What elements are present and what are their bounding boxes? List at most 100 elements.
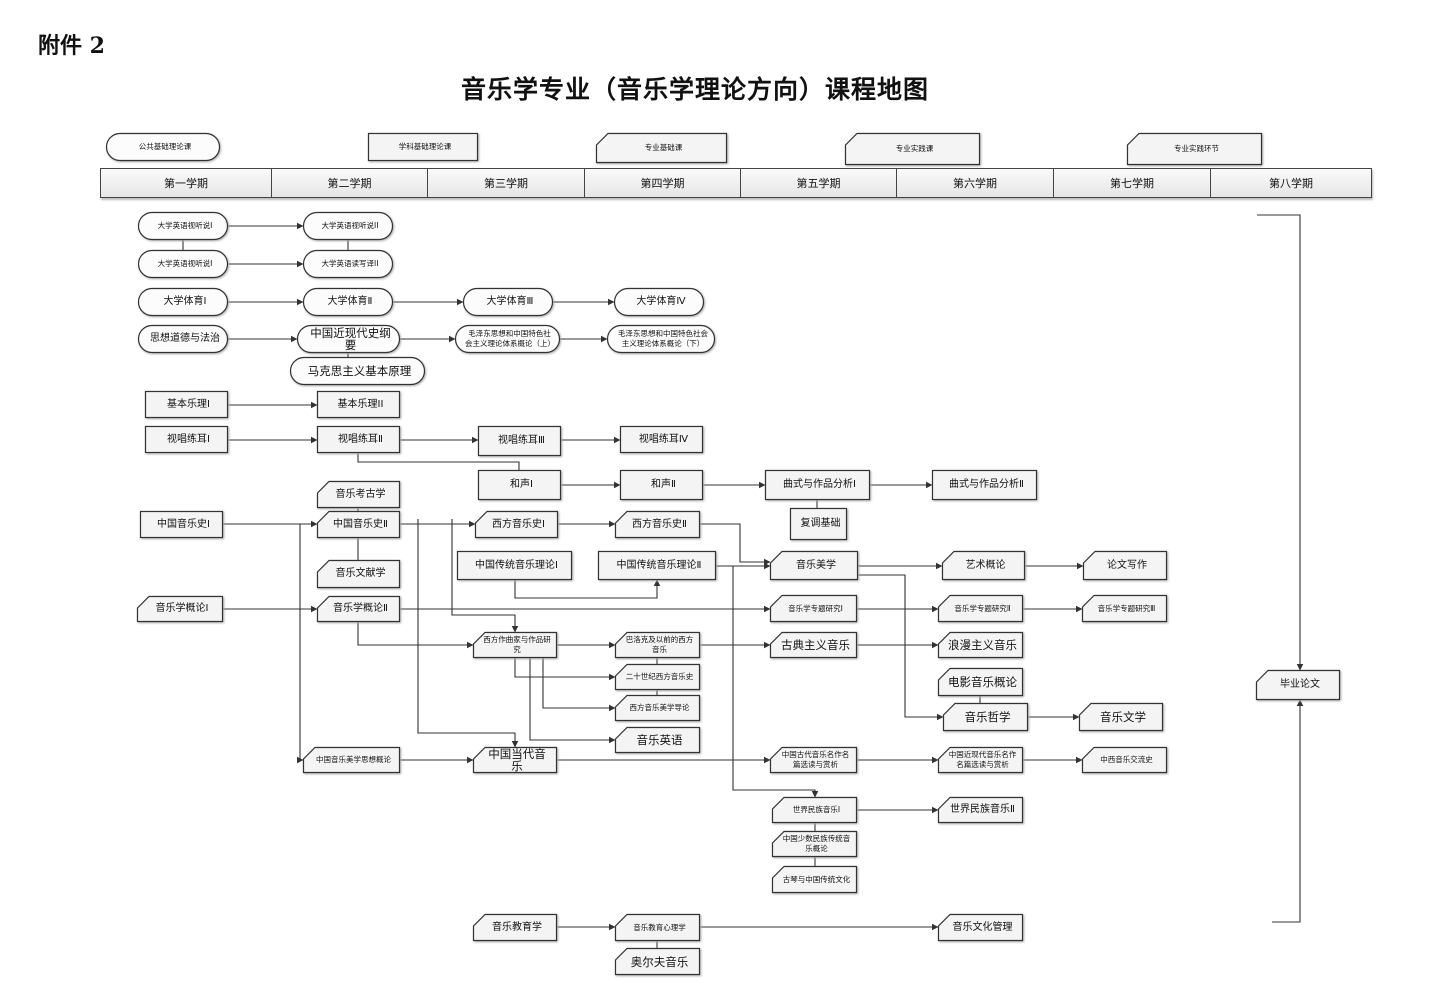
node-label: 音乐文学 [1100,710,1146,724]
node-label: 音乐学专题研究Ⅲ [1097,603,1156,613]
course-mg: 音乐文化管理 [937,913,1024,942]
course-bq: 巴洛克及以前的西方音乐 [614,631,701,659]
course-e3: 大学英语视听说I [137,249,229,279]
node-label: 大学体育I [163,296,207,307]
connector-arrow [514,579,661,599]
node-shape [477,425,562,457]
node-label: 音乐文献学 [335,568,386,579]
course-s1: 思想道德与法治 [137,324,229,354]
course-ch2: 中国音乐史Ⅱ [316,510,401,539]
course-f1: 复调基础 [789,507,848,541]
course-h1: 和声I [477,469,562,501]
node-shape [137,287,229,317]
node-shape [144,390,229,419]
course-cl: 古典主义音乐 [769,631,858,659]
semester-6: 第六学期 [897,169,1054,197]
course-c20: 二十世纪西方音乐史 [614,663,701,691]
connector-arrow [296,524,304,764]
course-p2: 大学体育Ⅱ [302,287,394,317]
connector-arrow [716,565,819,798]
node-shape [619,425,704,454]
course-ct1: 中国传统音乐理论Ⅰ [456,550,573,581]
node-shape [614,631,701,659]
connector-arrow [529,658,616,744]
course-h2: 和声Ⅱ [619,469,704,501]
course-p4: 大学体育Ⅳ [613,287,705,317]
course-ca: 中国古代音乐名作名篇选读与赏析 [769,746,858,774]
node-label: 音乐考古学 [335,488,386,500]
page-title: 音乐学专业（音乐学理论方向）课程地图 [460,75,929,104]
course-wa: 西方音乐美学导论 [614,694,701,722]
node-label: 二十世纪西方音乐史 [625,672,694,681]
course-cam: 中国音乐美学思想概论 [302,746,401,774]
node-shape [137,211,229,241]
course-thesis: 毕业论文 [1255,669,1341,701]
node-label: 中国近现代音乐名作名篇选读与赏析 [948,750,1017,769]
node-label: 中国当代音乐 [488,747,546,773]
node-label: 浪漫主义音乐 [948,638,1017,652]
course-p3: 大学体育Ⅲ [462,287,554,317]
node-label: 思想道德与法治 [150,333,220,344]
node-shape [937,913,1024,942]
semester-7: 第七学期 [1054,169,1211,197]
node-label: 视唱练耳Ⅱ [338,433,383,445]
node-label: 曲式与作品分析Ⅰ [783,479,856,490]
node-shape [137,324,229,354]
node-label: 马克思主义基本原理 [307,364,412,378]
node-shape [302,746,401,774]
node-label: 大学英语读写译II [321,259,379,268]
node-shape [296,324,401,354]
course-lw: 论文写作 [1082,550,1168,581]
node-label: 音乐哲学 [964,710,1011,724]
course-ep: 音乐教育心理学 [614,913,701,942]
node-label: 世界民族音乐Ⅰ [792,805,841,814]
legend-lg5: 专业实践环节 [1126,132,1263,166]
node-shape [1081,594,1168,623]
node-shape [937,667,1024,697]
node-label: 专业实践环节 [1174,144,1219,153]
course-r1: 音乐学专题研究Ⅰ [769,594,858,623]
node-label: 音乐教育学 [492,921,542,933]
course-ct2: 中国传统音乐理论Ⅱ [597,550,717,581]
node-shape [606,324,716,354]
connector-arrow [1272,699,1304,923]
node-shape [1082,550,1168,581]
node-label: 中国近现代史纲要 [310,326,391,352]
node-shape [454,324,561,354]
node-shape [289,356,426,386]
node-shape [472,631,558,659]
course-v4: 视唱练耳Ⅳ [619,425,704,454]
node-shape [937,746,1024,774]
node-shape [136,595,224,623]
course-orf: 奥尔夫音乐 [614,947,701,976]
node-shape [139,510,224,539]
node-shape [105,132,221,162]
node-shape [613,287,705,317]
node-label: 中国传统音乐理论Ⅰ [475,559,558,571]
node-label: 音乐文化管理 [952,921,1013,933]
connector-arrow [542,658,616,712]
node-shape [769,550,859,581]
node-shape [302,249,394,279]
node-shape [316,390,401,419]
node-label: 公共基础理论课 [138,142,192,151]
semester-8: 第八学期 [1269,177,1313,190]
node-shape [771,830,858,858]
node-label: 中国少数民族传统音乐概论 [782,834,851,853]
course-b1: 基本乐理I [144,390,229,419]
node-label: 大学体育Ⅱ [327,296,373,307]
node-shape [302,211,394,241]
course-r3: 音乐学专题研究Ⅲ [1081,594,1168,623]
node-label: 大学英语视听说II [321,221,379,230]
node-label: 奥尔夫音乐 [630,954,689,969]
course-en: 音乐英语 [614,726,701,754]
course-rm: 浪漫主义音乐 [937,631,1024,659]
node-shape [316,510,401,539]
node-label: 中国传统音乐理论Ⅱ [616,559,702,571]
course-gq: 古琴与中国传统文化 [771,865,858,894]
node-shape [316,425,401,454]
semester-1: 第一学期 [101,169,272,197]
legend-lg3: 专业基础课 [595,132,728,164]
node-label: 音乐美学 [796,559,836,571]
node-shape [937,631,1024,659]
